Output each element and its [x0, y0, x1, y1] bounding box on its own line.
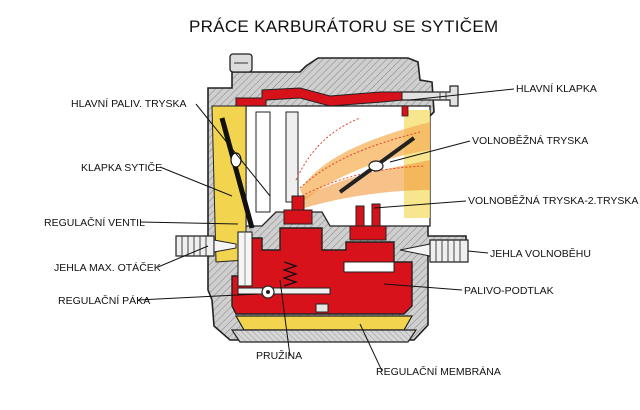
max-speed-needle — [175, 235, 237, 257]
spring — [281, 261, 299, 287]
idle-needle — [399, 239, 469, 263]
fuel-spray — [295, 117, 430, 208]
diagram-title: PRÁCE KARBURÁTORU SE SYTIČEM — [189, 17, 498, 36]
label-main-throttle: HLAVNÍ KLAPKA — [516, 82, 597, 95]
regulating-lever — [237, 287, 331, 295]
choke-plate — [219, 117, 255, 229]
label-idle-jet: VOLNOBĚŽNÁ TRYSKA — [472, 134, 588, 147]
idle-jet — [349, 225, 387, 241]
regulating-membrane — [234, 315, 414, 331]
label-regulating-valve: REGULAČNÍ VENTIL — [44, 216, 145, 229]
label-idle-needle: JEHLA VOLNOBĚHU — [490, 247, 591, 260]
fuel-inlet-nipple — [399, 85, 459, 107]
label-main-fuel-jet: HLAVNÍ PALIV. TRYSKA — [71, 97, 187, 110]
main-jet — [283, 209, 313, 225]
label-spring: PRUŽINA — [256, 349, 302, 362]
label-regulating-membrane: REGULAČNÍ MEMBRÁNA — [376, 365, 501, 378]
label-choke-plate: KLAPKA SYTIČE — [81, 161, 162, 174]
top-fuel-channel — [235, 87, 403, 107]
leader-lines — [137, 88, 515, 372]
label-fuel-vacuum: PALIVO-PODTLAK — [464, 285, 554, 297]
label-max-speed-needle: JEHLA MAX. OTÁČEK — [54, 261, 161, 274]
label-regulating-lever: REGULAČNÍ PÁKA — [58, 294, 150, 307]
label-idle-jet-2: VOLNOBĚŽNÁ TRYSKA-2.TRYSKA — [468, 194, 638, 207]
carburetor-body — [175, 53, 469, 343]
